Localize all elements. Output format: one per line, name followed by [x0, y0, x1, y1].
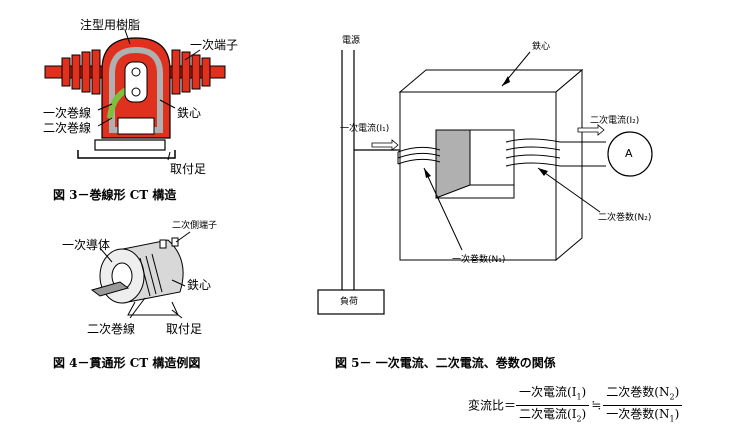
fig3-label-mounting-foot: 取付足 — [170, 162, 207, 176]
fig5-caption: 図 5－ 一次電流、二次電流、巻数の関係 — [335, 356, 556, 370]
fig4-primary-conductor — [90, 281, 130, 297]
formula-fraction-turns: 二次巻数(N2)一次巻数(N1) — [603, 384, 683, 428]
ct-ratio-formula: 変流比＝一次電流(I1)二次電流(I2)≒二次巻数(N2)一次巻数(N1) — [468, 384, 683, 428]
formula-frac2-numerator: 二次巻数(N2) — [603, 384, 683, 407]
fig3-iron-core — [109, 46, 163, 133]
fig3-label-secondary-winding: 二次巻線 — [43, 121, 92, 135]
formula-frac2-denominator: 一次巻数(N1) — [606, 407, 680, 424]
fig5-iron-core-side — [555, 68, 583, 262]
fig5-load-box — [317, 289, 385, 315]
fig4-label-primary-conductor: 一次導体 — [62, 238, 111, 252]
fig4-label-secondary-terminal: 二次側端子 — [172, 221, 218, 231]
formula-frac1-numerator: 一次電流(I1) — [516, 384, 590, 407]
fig4-label-mounting-foot: 取付足 — [166, 322, 203, 336]
formula-lhs: 変流比＝ — [468, 398, 517, 413]
fig4-label-iron-core: 鉄心 — [187, 278, 212, 292]
formula-fraction-current: 一次電流(I1)二次電流(I2) — [516, 384, 590, 428]
fig5-label-iron-core: 鉄心 — [532, 42, 551, 52]
fig3-base-plate — [94, 139, 166, 151]
fig3-left-bushing — [61, 49, 101, 95]
fig3-label-resin: 注型用樹脂 — [80, 18, 141, 32]
fig5-label-primary-turns: 一次巻数(N₁) — [452, 255, 506, 265]
fig4-secondary-winding — [139, 253, 163, 297]
fig3-caption: 図 3－巻線形 CT 構造 — [53, 188, 177, 202]
fig4-caption: 図 4－貫通形 CT 構造例図 — [53, 356, 201, 370]
fig5-arrow-primary-current — [371, 139, 399, 151]
fig5-arrow-secondary-current — [577, 124, 605, 136]
fig5-iron-core-top — [398, 69, 584, 93]
fig5-secondary-winding — [505, 138, 561, 167]
fig5-label-load: 負荷 — [340, 297, 359, 307]
fig3-mounting-foot — [77, 150, 176, 159]
fig5-ammeter — [607, 131, 653, 177]
formula-frac1-denominator: 二次電流(I2) — [519, 407, 587, 424]
fig3-right-bushing — [171, 49, 211, 95]
fig3-label-iron-core: 鉄心 — [177, 106, 202, 120]
fig5-label-power-source: 電源 — [342, 36, 361, 46]
fig5-label-primary-current: 一次電流(I₁) — [340, 124, 390, 134]
fig3-label-primary-terminal: 一次端子 — [190, 38, 239, 52]
fig5-ammeter-label: A — [625, 147, 633, 160]
fig5-label-secondary-current: 二次電流(I₂) — [590, 116, 640, 126]
fig5-primary-winding — [397, 146, 441, 165]
fig3-label-primary-winding: 一次巻線 — [43, 106, 92, 120]
fig4-label-secondary-winding: 二次巻線 — [87, 322, 136, 336]
fig3-window — [124, 61, 148, 103]
fig5-label-secondary-turns: 二次巻数(N₂) — [598, 213, 652, 223]
fig4-mounting-foot — [127, 301, 179, 316]
formula-approx: ≒ — [591, 398, 602, 413]
